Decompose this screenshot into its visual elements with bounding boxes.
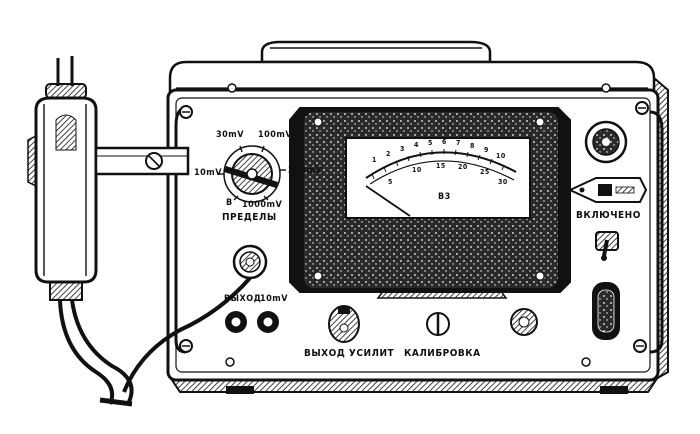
scale-lower-10: 10 — [412, 166, 422, 174]
scale-upper-1: 1 — [372, 156, 377, 164]
range-mark-10mv: 10mV — [194, 168, 222, 178]
output-label: ВЫХОД — [224, 294, 262, 304]
scale-upper-7: 7 — [456, 139, 461, 147]
range-mark-1000mv: 1000mV — [242, 200, 283, 210]
amp-output-knob[interactable] — [328, 305, 360, 343]
range-mark-100mv: 100mV — [258, 130, 293, 140]
zero-adjust-knob[interactable] — [510, 308, 538, 336]
power-indicator-label: ВКЛЮЧЕНО — [576, 210, 641, 221]
meter-needle — [365, 185, 411, 217]
scale-upper-5: 5 — [428, 139, 433, 147]
probe — [27, 56, 252, 407]
range-mark-volt: B — [226, 198, 233, 208]
scale-upper-2: 2 — [386, 150, 391, 158]
range-switch-knob[interactable] — [223, 145, 281, 203]
output-terminal-left[interactable] — [225, 311, 247, 333]
name-plate — [567, 177, 648, 203]
pilot-lamp — [584, 120, 628, 164]
range-mark-300mv: 300mV — [288, 166, 323, 176]
power-toggle-switch[interactable] — [595, 231, 619, 261]
corner-screw-icon — [179, 83, 649, 367]
scale-upper-8: 8 — [470, 142, 475, 150]
fuse-holder[interactable] — [592, 282, 620, 340]
scale-upper-4: 4 — [414, 141, 419, 149]
scale-upper-9: 9 — [484, 146, 489, 154]
scale-lower-25: 25 — [480, 168, 490, 176]
scale-upper-3: 3 — [400, 145, 405, 153]
input-connector[interactable] — [232, 244, 268, 280]
output-range: 10mV — [260, 294, 288, 304]
scale-lower-20: 20 — [458, 163, 468, 171]
range-switch-heading: ПРЕДЕЛЫ — [222, 212, 277, 223]
scale-lower-5: 5 — [388, 178, 393, 186]
scale-upper-10: 10 — [496, 152, 506, 160]
meter — [289, 107, 571, 299]
range-switch-ticks — [218, 145, 286, 201]
scale-lower-30: 30 — [498, 178, 508, 186]
range-mark-30mv: 30mV — [216, 130, 244, 140]
calibration-trimmer[interactable] — [426, 312, 450, 336]
output-terminal-right[interactable] — [257, 311, 279, 333]
amp-output-label: ВЫХОД УСИЛИТ — [304, 348, 395, 359]
calibration-label: КАЛИБРОВКА — [404, 348, 481, 359]
meter-unit: B3 — [438, 192, 451, 202]
scale-lower-15: 15 — [436, 162, 446, 170]
scale-upper-6: 6 — [442, 138, 447, 146]
